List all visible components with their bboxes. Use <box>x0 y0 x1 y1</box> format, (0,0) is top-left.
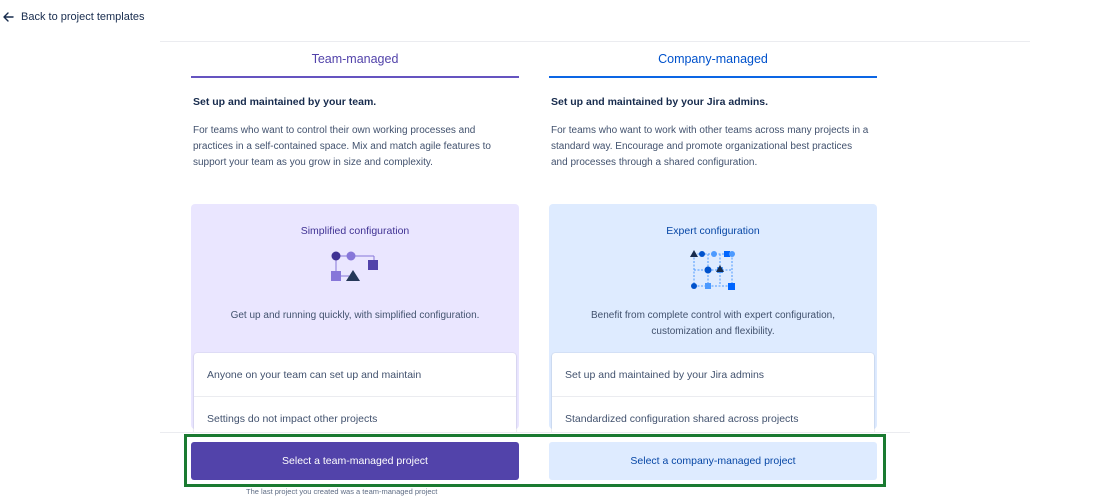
expert-config-card: Expert configuration <box>549 204 877 441</box>
list-item: Set up and maintained by your Jira admin… <box>552 353 874 397</box>
list-item: Anyone on your team can set up and maint… <box>194 353 516 397</box>
select-team-managed-button[interactable]: Select a team-managed project <box>191 442 519 480</box>
list-item: Settings do not impact other projects <box>207 413 378 425</box>
company-description: For teams who want to work with other te… <box>551 125 869 168</box>
simplified-config-illustration-icon <box>330 250 380 292</box>
tab-company-managed[interactable]: Company-managed <box>549 42 877 78</box>
company-heading: Set up and maintained by your Jira admin… <box>551 96 769 108</box>
company-managed-column: Company-managed Set up and maintained by… <box>549 42 877 441</box>
back-link-label: Back to project templates <box>21 11 145 23</box>
team-card-title: Simplified configuration <box>300 225 410 237</box>
company-card-text: Benefit from complete control with exper… <box>590 310 835 337</box>
company-feature-list: Set up and maintained by your Jira admin… <box>552 353 874 441</box>
tab-team-managed[interactable]: Team-managed <box>191 42 519 78</box>
team-feature-list: Anyone on your team can set up and maint… <box>194 353 516 441</box>
select-company-managed-button[interactable]: Select a company-managed project <box>549 442 877 480</box>
team-heading: Set up and maintained by your team. <box>193 96 377 108</box>
header-divider <box>160 41 1030 42</box>
list-item: Standardized configuration shared across… <box>565 413 799 425</box>
team-card-text: Get up and running quickly, with simplif… <box>230 310 480 321</box>
last-project-note: The last project you created was a team-… <box>246 487 438 496</box>
company-card-title: Expert configuration <box>666 225 760 237</box>
arrow-left-icon <box>3 12 14 22</box>
simplified-config-card: Simplified configuration Get up and runn… <box>191 204 519 441</box>
back-to-templates-link[interactable]: Back to project templates <box>3 11 145 23</box>
team-managed-column: Team-managed Set up and maintained by yo… <box>191 42 519 441</box>
expert-config-illustration-icon <box>688 250 738 292</box>
team-description: For teams who want to control their own … <box>193 125 491 168</box>
